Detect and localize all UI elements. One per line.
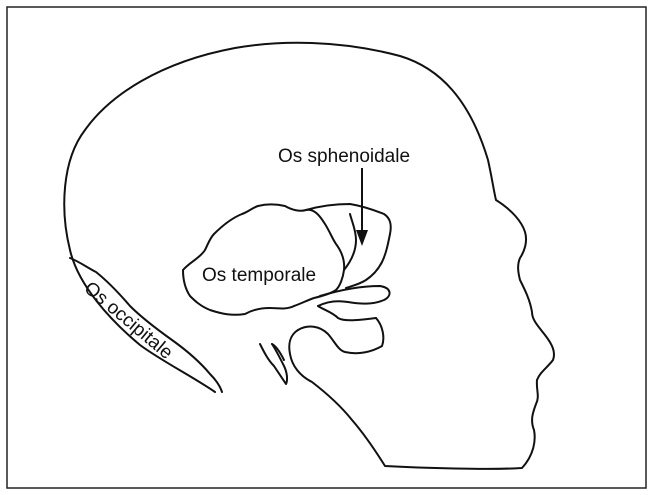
- sphenoid-arrow-head: [356, 230, 368, 246]
- skull-outline: [64, 43, 554, 469]
- zygomatic-lower: [318, 306, 376, 320]
- sphenoid-inner-edge: [344, 214, 356, 270]
- occipital-label: Os occipitale: [80, 278, 177, 364]
- mastoid-process: [272, 344, 284, 360]
- styloid-process: [260, 344, 287, 384]
- frame-border: [7, 7, 646, 488]
- mandible-ramus: [298, 318, 383, 353]
- sphenoid-label: Os sphenoidale: [278, 146, 410, 167]
- temporal-bone-outline: [183, 205, 344, 315]
- temporal-label: Os temporale: [202, 265, 316, 286]
- zygomatic-arch: [318, 286, 390, 306]
